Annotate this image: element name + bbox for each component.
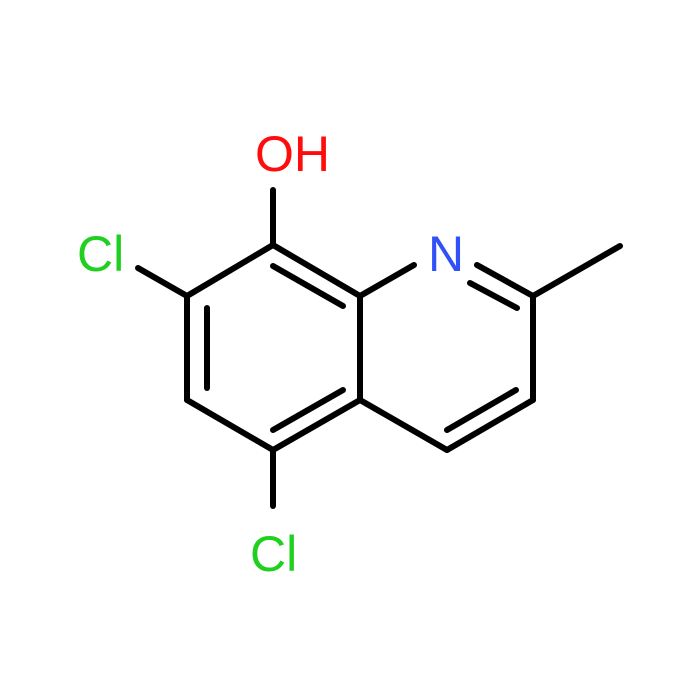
- bond-c4a-c5-inner: [270, 387, 346, 433]
- bond-c2-methyl: [530, 243, 623, 299]
- bond-c4a-c5: [270, 397, 363, 453]
- bond-c3-c4: [444, 397, 536, 453]
- nitrogen-label: N: [428, 226, 464, 282]
- chlorine-label-5: Cl: [250, 526, 297, 582]
- bond-c8-c8a: [270, 242, 363, 299]
- bond-c7-c8: [184, 242, 276, 299]
- bond-c8-c8a-inner: [270, 263, 346, 309]
- atom-label-layer: OH N Cl Cl: [77, 126, 464, 582]
- bond-c3-c4-inner: [444, 387, 519, 433]
- bond-c8a-n1: [357, 262, 417, 299]
- chlorine-label-7: Cl: [77, 226, 124, 282]
- bond-c7-cl: [135, 265, 190, 299]
- bond-layer: [135, 187, 623, 509]
- bond-c4-c4a: [357, 397, 450, 453]
- bond-n1-c2: [474, 262, 536, 299]
- bond-n1-c2-inner: [467, 280, 520, 311]
- bond-c5-c6: [184, 397, 276, 453]
- hydroxyl-label: OH: [255, 126, 330, 182]
